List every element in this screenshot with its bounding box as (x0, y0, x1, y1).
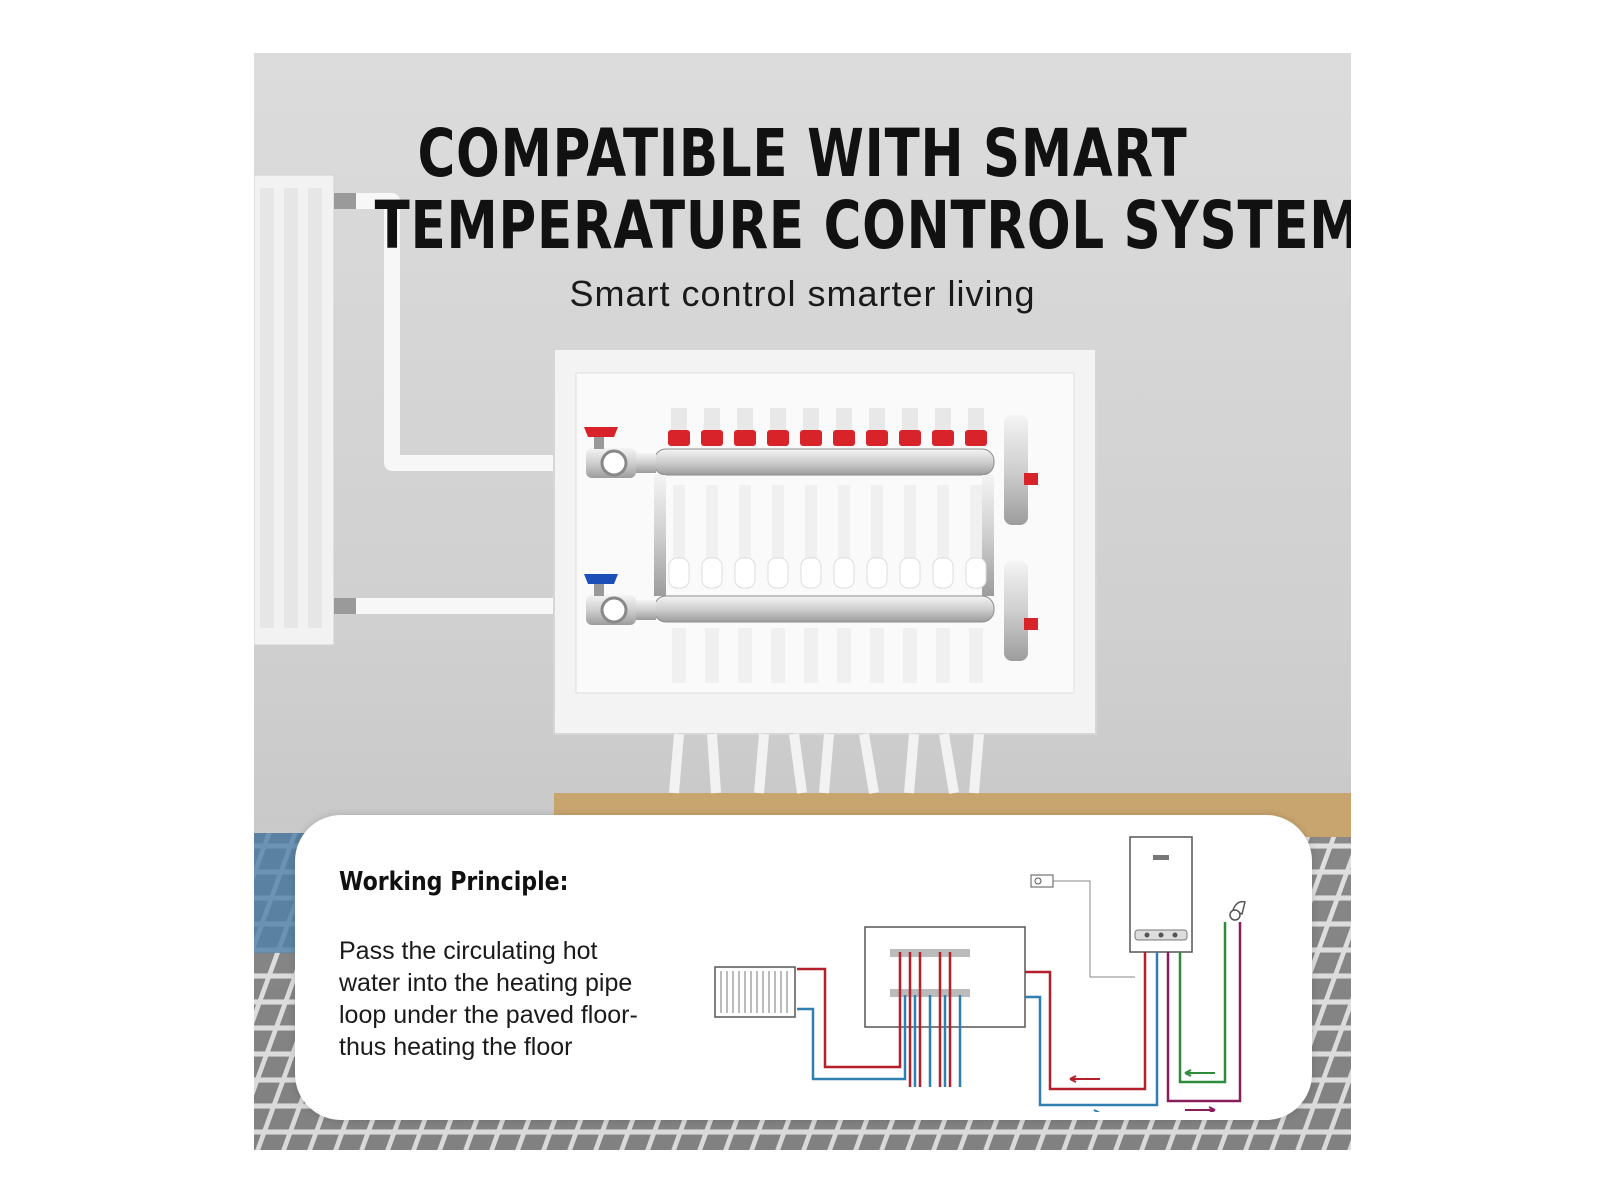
principle-line: thus heating the floor (339, 1033, 573, 1061)
boiler-icon (1129, 836, 1193, 953)
radiator-icon (714, 966, 796, 1018)
boiler-green-loop (1178, 922, 1227, 1084)
hot-supply-pipes (797, 952, 1147, 1091)
principle-line: water into the heating pipe (339, 969, 633, 997)
principle-line: Pass the circulating hot (339, 937, 598, 965)
heating-system-diagram (714, 836, 1246, 1112)
manifold-cabinet (553, 348, 1097, 735)
headline-line-1: COMPATIBLE WITH SMART (417, 115, 1188, 192)
principle-line: loop under the paved floor- (339, 1001, 638, 1029)
product-poster: COMPATIBLE WITH SMART TEMPERATURE CONTRO… (254, 53, 1351, 1150)
boiler-purple-loop (1166, 922, 1242, 1103)
supply-ball-valve (584, 427, 656, 478)
headline-line-2: TEMPERATURE CONTROL SYSTEM (374, 187, 1351, 264)
manifold-loops (668, 408, 987, 683)
floor-pipes (669, 733, 984, 794)
working-principle-heading: Working Principle: (339, 867, 569, 897)
air-vent-valves (1004, 415, 1038, 661)
radiator (254, 174, 356, 646)
working-principle-card: Working Principle: Pass the circulating … (295, 815, 1312, 1120)
cold-return-pipes (797, 952, 1159, 1107)
flow-arrows (1069, 1069, 1216, 1112)
thermostat-icon (1030, 874, 1054, 888)
faucet-icon (1229, 900, 1246, 921)
return-ball-valve (584, 574, 656, 625)
working-principle-text: Pass the circulating hot water into the … (339, 935, 699, 1063)
manifold-bars (653, 448, 995, 623)
radiator-pipes (356, 193, 554, 614)
subtitle: Smart control smarter living (569, 273, 1036, 314)
